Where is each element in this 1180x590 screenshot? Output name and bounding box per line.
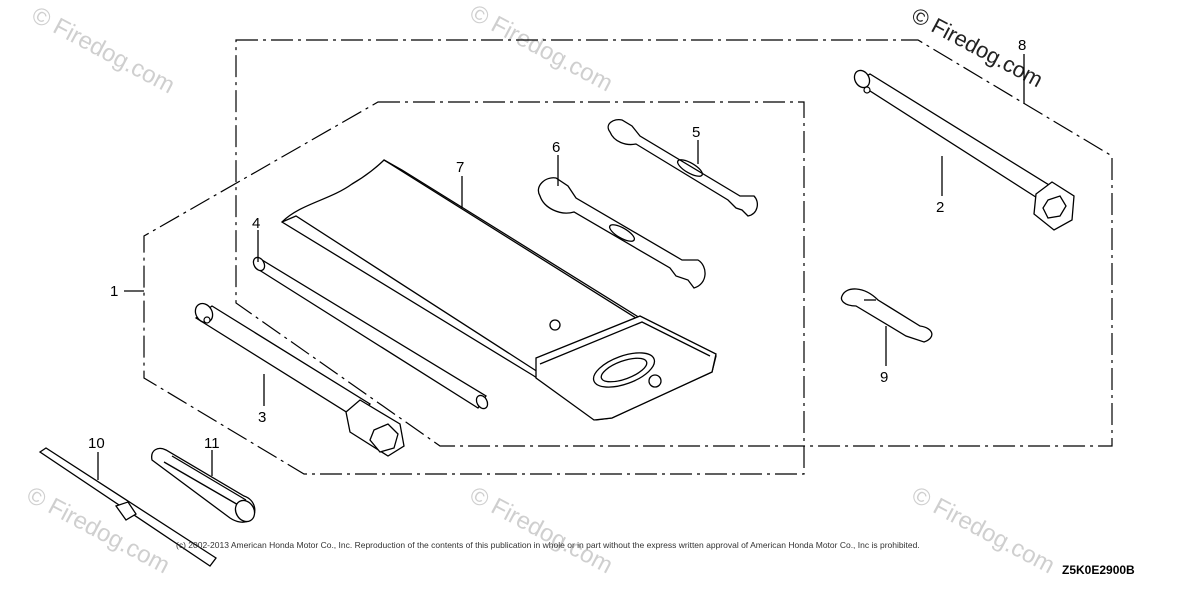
part-4-bar	[252, 256, 489, 410]
label-4: 4	[252, 215, 260, 232]
part-10-driver-bit	[38, 447, 217, 567]
label-7: 7	[456, 159, 464, 176]
label-9: 9	[880, 369, 888, 386]
watermark-top-left: © Firedog.com	[27, 1, 179, 99]
group-outline-1	[143, 101, 805, 475]
part-labels: 1 2 3 4 5 6 7 8 9 10 11	[88, 37, 1026, 452]
watermark-top-center: © Firedog.com	[465, 0, 617, 97]
watermark-bottom-center: © Firedog.com	[465, 481, 617, 579]
leader-lines	[97, 54, 1025, 480]
label-10: 10	[88, 435, 105, 452]
label-6: 6	[552, 139, 560, 156]
label-2: 2	[936, 199, 944, 216]
part-2-plug-wrench	[853, 69, 1075, 231]
label-11: 11	[204, 435, 220, 452]
diagram-code: Z5K0E2900B	[1062, 563, 1135, 577]
part-9-gauge	[840, 288, 933, 343]
label-8: 8	[1018, 37, 1026, 54]
watermark-bottom-right: © Firedog.com	[907, 481, 1059, 579]
group-outline-8	[235, 39, 1113, 447]
label-5: 5	[692, 124, 700, 141]
part-6-wrench-large	[537, 177, 706, 289]
label-3: 3	[258, 409, 266, 426]
part-7-tool-bag	[280, 159, 717, 421]
watermark-bottom-left: © Firedog.com	[22, 481, 174, 579]
part-5-wrench-small	[607, 118, 759, 217]
label-1: 1	[110, 283, 118, 300]
part-11-screwdriver	[151, 447, 256, 523]
copyright-notice: (c) 2002-2013 American Honda Motor Co., …	[176, 540, 920, 550]
part-3-plug-wrench-small	[194, 302, 405, 457]
